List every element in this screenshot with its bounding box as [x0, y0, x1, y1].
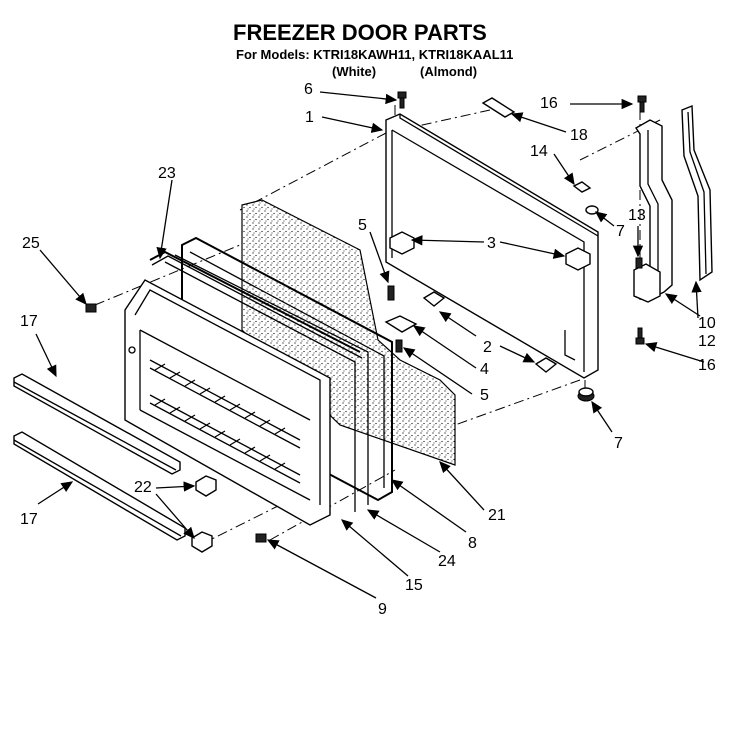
liner-shelf-ribs [149, 359, 301, 484]
hardware [85, 91, 647, 543]
label-plate [481, 97, 516, 118]
callout-8: 8 [468, 535, 477, 552]
callout-5-lower: 5 [480, 387, 489, 404]
screw-9-icon [255, 533, 267, 543]
callout-16-bottom: 16 [698, 357, 716, 374]
callout-7-lower: 7 [614, 435, 623, 452]
page-title: FREEZER DOOR PARTS [233, 20, 487, 45]
callout-12: 12 [698, 333, 716, 350]
screw-5-upper-icon [387, 285, 395, 301]
shelf-rail-lower [13, 431, 186, 541]
hinge-plate-3-left-icon [389, 231, 415, 255]
callout-7-upper: 7 [616, 223, 625, 240]
spacer-7-bottom-icon [577, 387, 595, 402]
screw-16-top-icon [637, 95, 647, 113]
callout-4: 4 [480, 361, 489, 378]
callout-23: 23 [158, 165, 176, 182]
rail-end-cap-lower [191, 531, 213, 553]
bracket-4-icon [384, 315, 418, 333]
cam-2-upper-icon [422, 291, 446, 307]
door-outer-panel [385, 113, 599, 379]
callout-9: 9 [378, 601, 387, 618]
rail-end-cap-upper [195, 475, 217, 497]
callout-13: 13 [628, 207, 646, 224]
callout-10: 10 [698, 315, 716, 332]
shelf-rail-upper [13, 373, 181, 475]
callout-21: 21 [488, 507, 506, 524]
callout-15: 15 [405, 577, 423, 594]
color-almond-label: (Almond) [420, 64, 477, 79]
callout-2: 2 [483, 339, 492, 356]
callout-17-upper: 17 [20, 313, 38, 330]
cam-2-lower-icon [534, 357, 558, 373]
screw-5-lower-icon [395, 339, 403, 353]
screw-6-icon [397, 91, 407, 109]
inner-door-liner [124, 279, 331, 526]
hinge-plate-3-right-icon [565, 247, 591, 271]
models-line: For Models: KTRI18KAWH11, KTRI18KAAL11 [236, 47, 513, 62]
hinge-cover [681, 104, 713, 282]
callout-22: 22 [134, 479, 152, 496]
screw-16-bottom-icon [635, 327, 645, 345]
callout-labels: 1 2 3 4 5 5 6 7 7 8 9 10 12 13 14 15 16 … [20, 81, 716, 618]
callout-5-upper: 5 [358, 217, 367, 234]
screw-25-icon [85, 303, 97, 313]
callout-16-top: 16 [540, 95, 558, 112]
callout-3: 3 [487, 235, 496, 252]
callout-14: 14 [530, 143, 548, 160]
callout-18: 18 [570, 127, 588, 144]
hinge-pin-bracket [633, 263, 661, 303]
leader-lines [35, 91, 705, 599]
color-white-label: (White) [332, 64, 376, 79]
callout-1: 1 [305, 109, 314, 126]
callout-17-lower: 17 [20, 511, 38, 528]
callout-6: 6 [304, 81, 313, 98]
washer-13-icon [635, 257, 643, 269]
callout-24: 24 [438, 553, 456, 570]
clip-14-icon [572, 181, 592, 193]
callout-25: 25 [22, 235, 40, 252]
